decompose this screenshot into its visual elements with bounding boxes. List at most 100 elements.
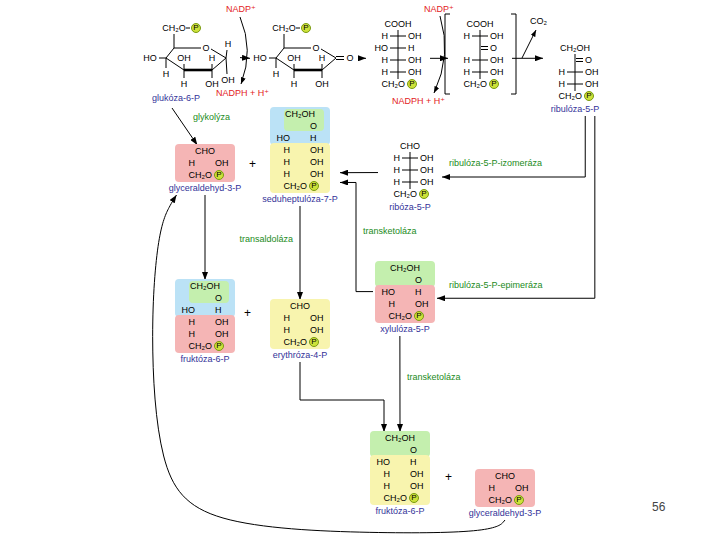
bond-line: [184, 70, 185, 78]
formula-text: H: [382, 55, 389, 65]
formula-text: CH₂O: [384, 493, 408, 503]
bracket: [445, 14, 450, 94]
formula-text: H: [225, 39, 232, 49]
bond-line: [576, 58, 583, 59]
formula-text: H: [382, 67, 389, 77]
formula-text: OH: [310, 169, 324, 179]
formula-text: H: [284, 145, 291, 155]
molecule-name: glukóza-6-P: [152, 93, 200, 103]
reaction-arrow: [512, 58, 543, 59]
annotation-text: +: [244, 306, 251, 320]
formula-text: OH: [177, 53, 191, 63]
formula-text: OH: [420, 165, 434, 175]
phosphate-circle: P: [584, 91, 594, 101]
bond-line: [410, 152, 411, 189]
annotation-text: CO₂: [530, 16, 547, 27]
formula-text: H: [284, 313, 291, 323]
bond-line: [276, 48, 284, 58]
formula-text: OH: [215, 329, 229, 339]
bond-line: [174, 48, 201, 49]
molecule-structure: COOHHOHHOHHOHHOHCH₂OP: [366, 18, 430, 90]
formula-text: H: [464, 67, 471, 77]
reaction-arrow: [430, 58, 448, 59]
enzyme-label: transketoláza: [362, 226, 418, 236]
reaction-arrow: [437, 116, 595, 298]
molecule-structure: CH₂OHOHOHHOHCH₂OPribulóza-5-P: [543, 42, 607, 116]
annotation-text: NADP⁺: [226, 4, 256, 15]
bond-line: [296, 28, 300, 29]
bond-line: [294, 69, 322, 72]
molecule-structure: CH₂OHOHOHHOHHOHCH₂OPfruktóza-6-P: [173, 280, 237, 366]
reaction-arrow: [442, 116, 585, 177]
formula-text: H: [215, 305, 222, 315]
formula-text: H: [384, 469, 391, 479]
phosphate-circle: P: [409, 493, 419, 503]
formula-text: O: [410, 445, 417, 455]
molecule-structure: CH₂OHOHOHHOHHOHCH₂OPfruktóza-6-P: [368, 432, 432, 518]
phosphate-circle: P: [309, 337, 319, 347]
enzyme-label: ribulóza-5-P-epimeráza: [448, 280, 544, 290]
bond-line: [481, 46, 488, 47]
formula-text: OH: [221, 75, 235, 85]
formula-text: H: [310, 133, 317, 143]
formula-text: OH: [215, 158, 229, 168]
cofactor-arrow: [434, 16, 445, 93]
reaction-arrow: [399, 336, 400, 432]
phosphate-circle: P: [414, 311, 424, 321]
molecule-structure: CHOHOHHOHCH₂OPerythróza-4-P: [268, 300, 332, 362]
annotation-text: 56: [652, 500, 665, 514]
bond-line: [480, 30, 481, 79]
phosphate-circle: P: [191, 23, 201, 33]
formula-text: CH₂O: [284, 337, 308, 347]
bond-line: [184, 69, 212, 72]
formula-text: OH: [310, 313, 324, 323]
formula-text: H: [559, 79, 566, 89]
annotation-text: NADPH + H⁺: [392, 96, 445, 107]
formula-text: H: [189, 317, 196, 327]
enzyme-label: glykolýza: [192, 112, 231, 122]
formula-text: HO: [377, 457, 391, 467]
formula-text: CH₂O: [464, 79, 488, 89]
formula-text: O: [415, 275, 422, 285]
annotation-text: NADP⁺: [424, 4, 454, 15]
reaction-arrow: [340, 172, 378, 173]
reaction-arrow: [240, 57, 250, 59]
formula-text: H: [415, 287, 422, 297]
bond-line: [336, 59, 344, 60]
bond-line: [166, 58, 167, 68]
formula-text: H: [408, 43, 415, 53]
formula-text: OH: [287, 53, 301, 63]
bond-line: [322, 70, 323, 78]
formula-text: CH₂O: [189, 170, 213, 180]
formula-text: CH₂OH: [385, 433, 415, 443]
formula-text: COOH: [385, 19, 412, 29]
bracket: [511, 14, 516, 94]
formula-text: CH₂O: [284, 181, 308, 191]
formula-text: OH: [310, 325, 324, 335]
molecule-name: ribóza-5-P: [389, 202, 431, 212]
formula-text: O: [310, 121, 317, 131]
formula-text: CHO: [495, 471, 515, 481]
reaction-arrow: [205, 195, 206, 280]
bond-line: [226, 58, 227, 74]
formula-text: H: [189, 158, 196, 168]
molecule-name: xylulóza-5-P: [380, 324, 430, 334]
bond-line: [159, 58, 166, 59]
molecule-structure: CH₂OHOHOHHOHCH₂OPxylulóza-5-P: [373, 262, 437, 336]
formula-text: H: [464, 31, 471, 41]
formula-text: CH₂O: [162, 23, 186, 33]
phosphate-circle: P: [309, 181, 319, 191]
phosphate-circle: P: [419, 189, 429, 199]
formula-text: OH: [310, 145, 324, 155]
formula-text: H: [284, 169, 291, 179]
formula-text: OH: [410, 481, 424, 491]
molecule-name: seduheptulóza-7-P: [262, 194, 338, 204]
formula-text: H: [189, 329, 196, 339]
bond-line: [284, 48, 311, 49]
formula-text: H: [284, 157, 291, 167]
phosphate-circle: P: [489, 79, 499, 89]
formula-text: O: [215, 293, 222, 303]
reaction-arrow: [358, 58, 366, 59]
formula-text: HO: [277, 133, 291, 143]
